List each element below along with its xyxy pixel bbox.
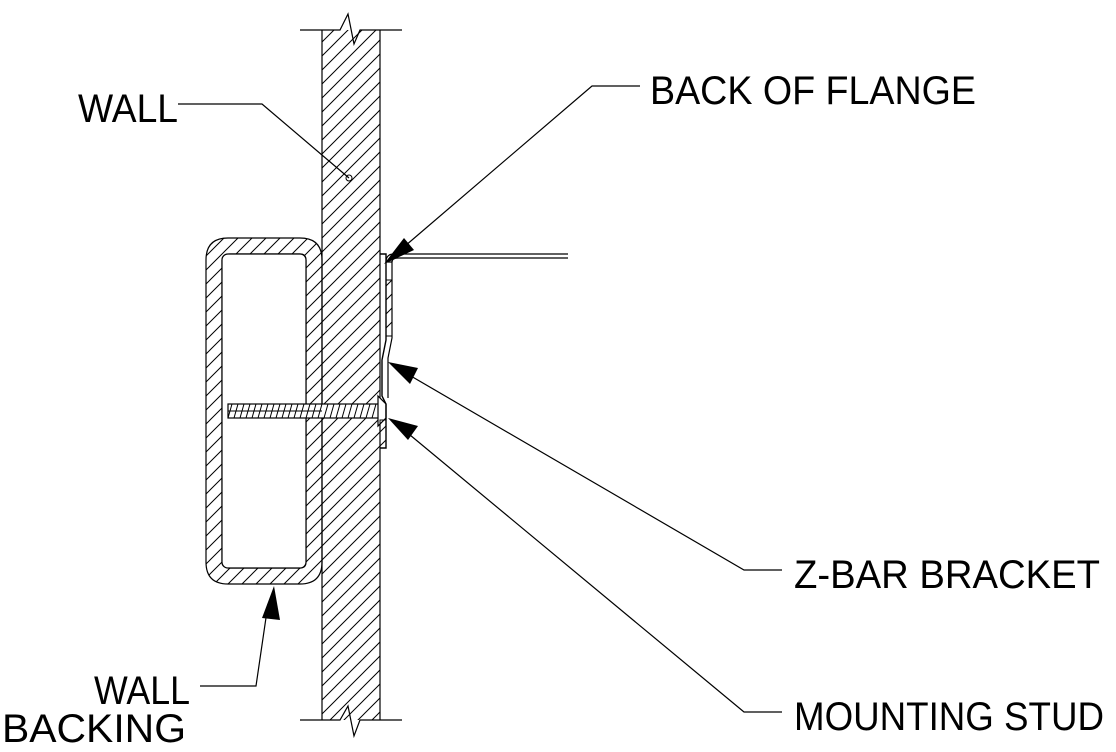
flange xyxy=(385,253,568,263)
label-mounting-stud: MOUNTING STUD xyxy=(794,695,1104,739)
back-of-flange-leader xyxy=(397,85,640,253)
flange-inner xyxy=(391,257,568,263)
label-back-of-flange: BACK OF FLANGE xyxy=(650,69,976,113)
wall-leader xyxy=(178,103,350,179)
back-of-flange-arrow xyxy=(384,238,414,264)
wall-backing-leader xyxy=(200,603,269,687)
label-wall-backing-line1: WALL xyxy=(94,669,190,713)
z-bar-inner xyxy=(386,261,393,398)
wall-break-top xyxy=(300,12,402,47)
label-wall-backing-line2: BACKING xyxy=(2,707,186,751)
wall-backing-arrow xyxy=(262,586,280,620)
z-bar-lower-hatch xyxy=(379,419,387,449)
labels: WALL BACK OF FLANGE Z-BAR BRACKET MOUNTI… xyxy=(2,69,1104,751)
z-bar-bracket-leader xyxy=(403,371,782,571)
z-bar-bracket xyxy=(379,253,393,449)
leaders xyxy=(178,85,782,713)
label-wall: WALL xyxy=(78,87,178,131)
z-bar-hatch xyxy=(385,279,393,337)
wall-break-bottom xyxy=(300,704,402,739)
mounting-stud-leader xyxy=(403,429,782,713)
label-z-bar-bracket: Z-BAR BRACKET xyxy=(794,553,1100,597)
wall-section xyxy=(300,12,402,739)
mounting-stud-arrow xyxy=(388,418,418,440)
wall-hatch xyxy=(322,30,380,720)
z-bar-bracket-arrow xyxy=(388,362,418,384)
